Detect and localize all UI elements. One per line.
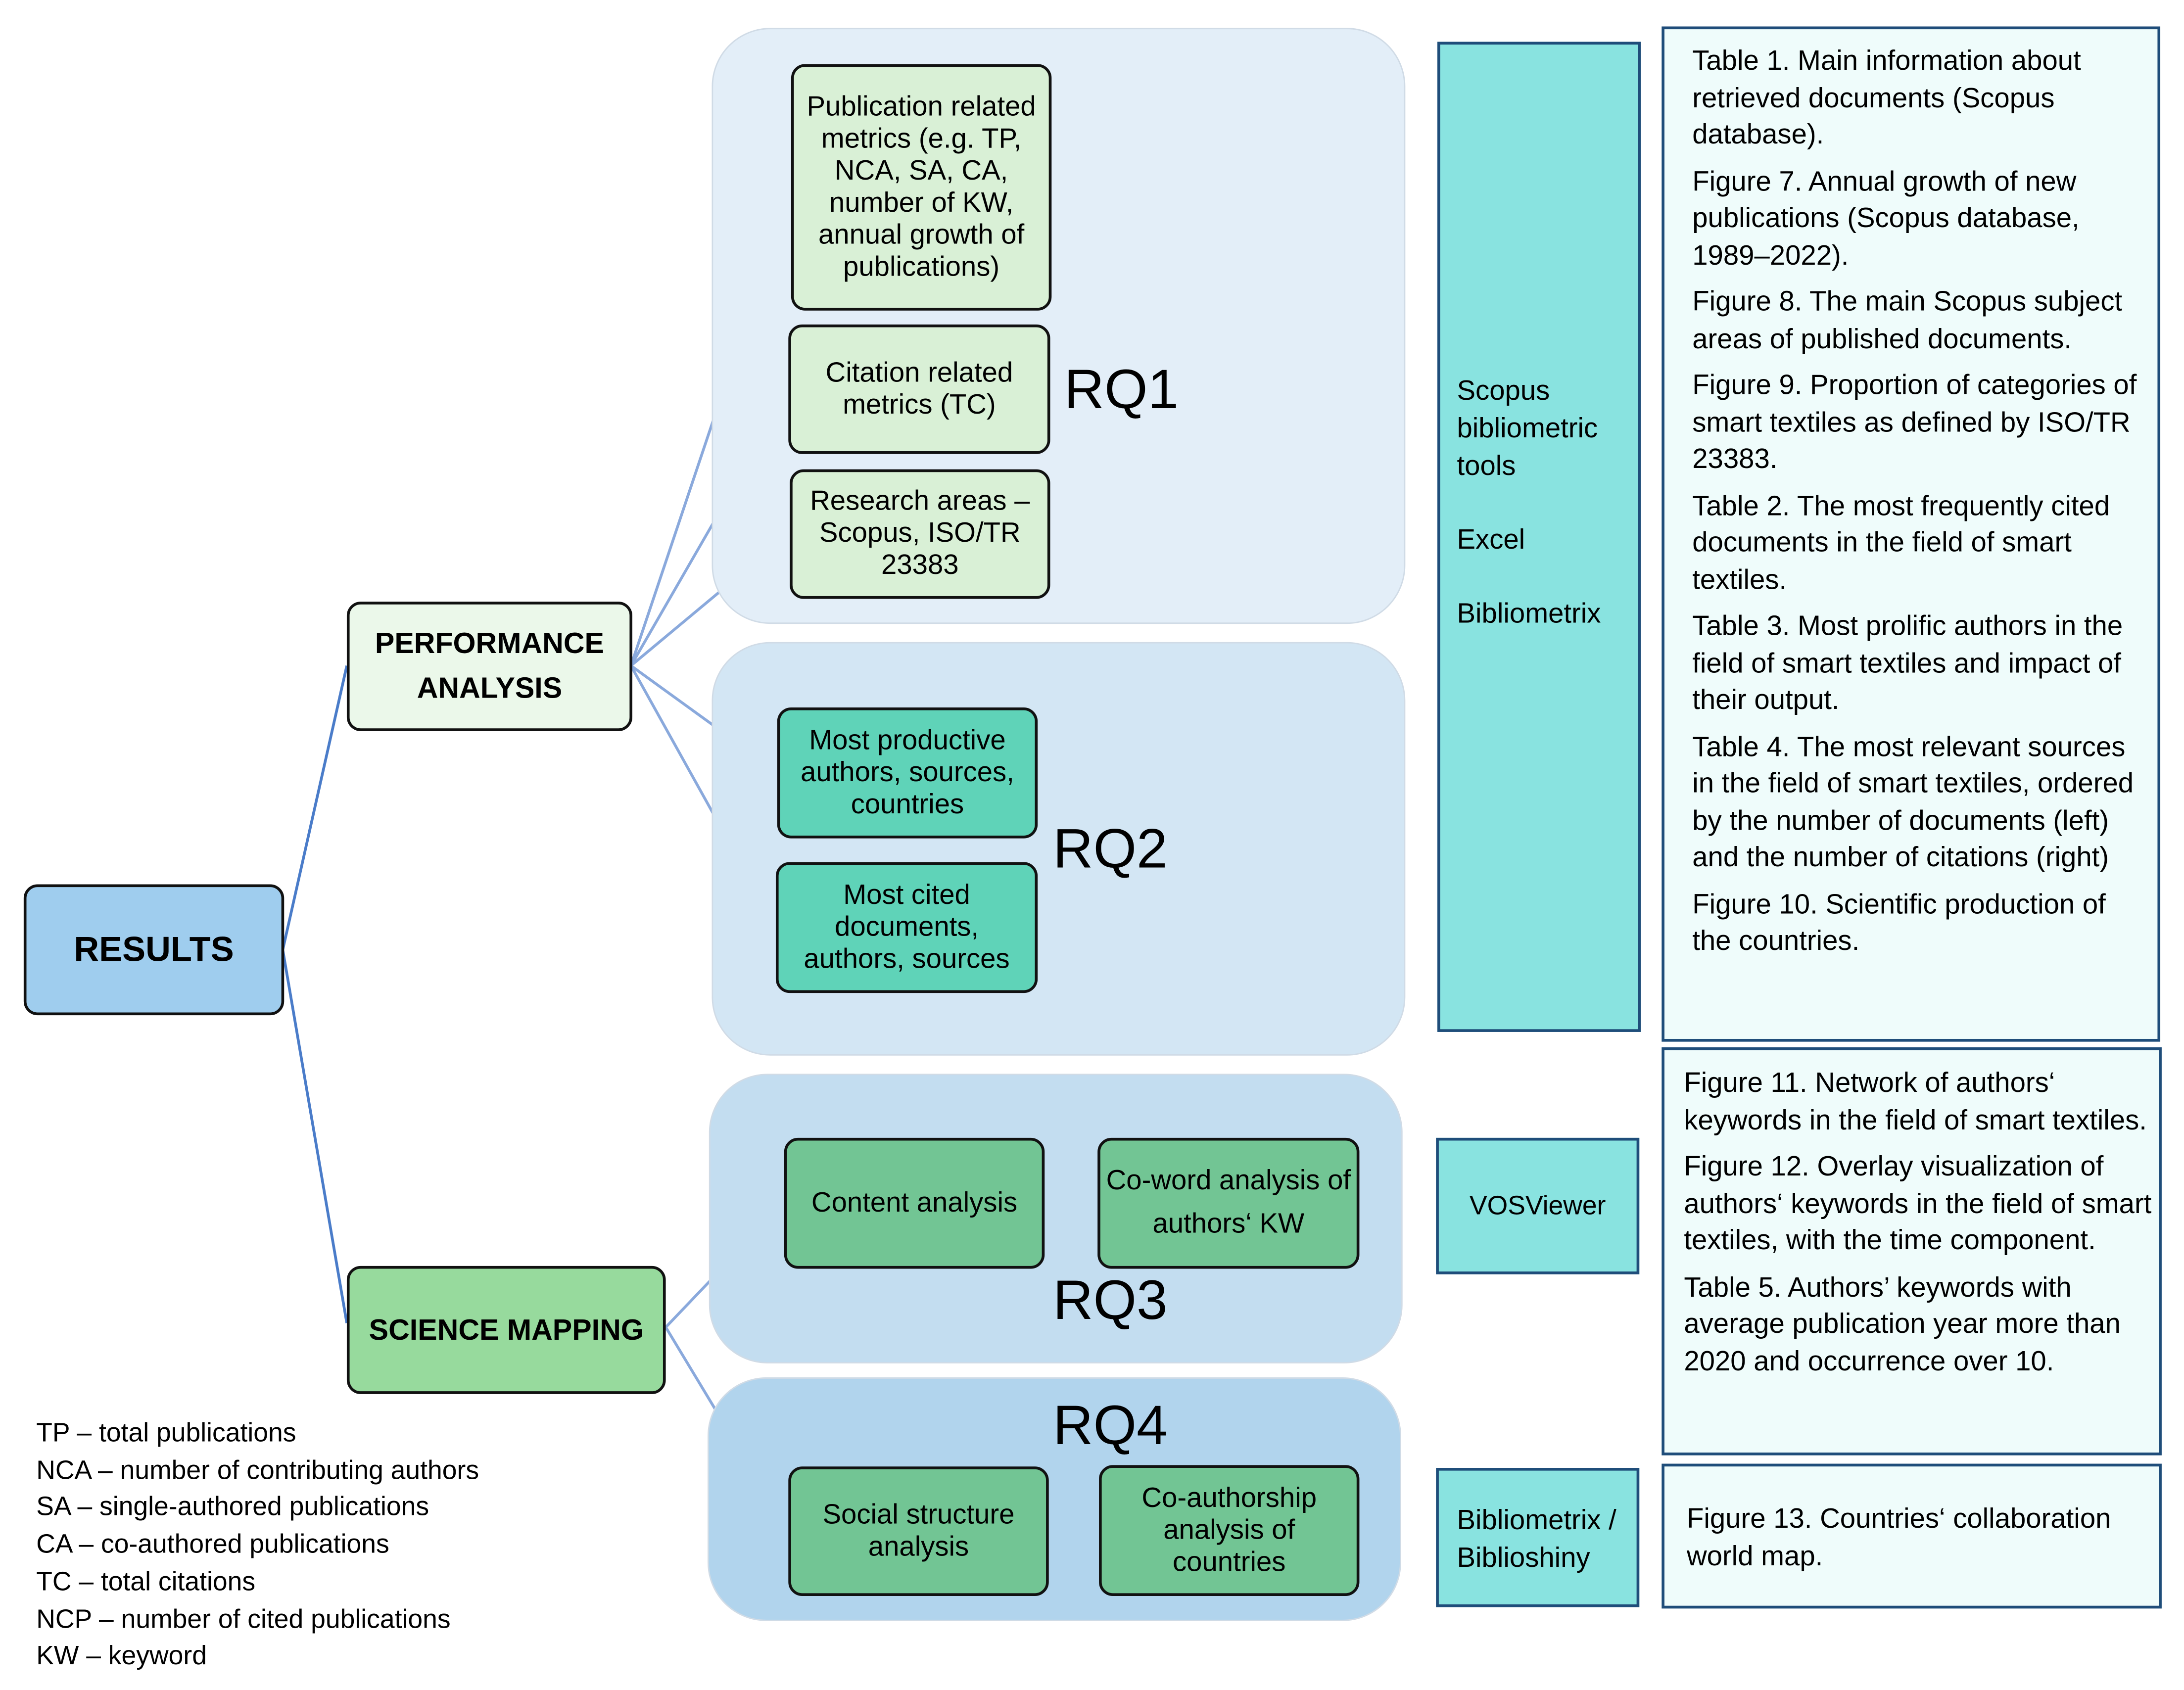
rq3-label: RQ3 (1053, 1270, 1168, 1332)
output-item: Figure 7. Annual growth of new publicati… (1692, 166, 2080, 271)
coword-analysis-node: Co-word analysis of authors‘ KW (1097, 1137, 1360, 1269)
coauthorship-analysis-node: Co-authorship analysis of countries (1099, 1465, 1360, 1596)
output-item: Table 3. Most prolific authors in the fi… (1692, 611, 2123, 716)
outputs-box-3: Figure 13. Countries‘ collaboration worl… (1662, 1463, 2162, 1609)
output-item: Figure 13. Countries‘ collaboration worl… (1686, 1504, 2111, 1572)
citation-metrics-node: Citation related metrics (TC) (788, 324, 1050, 454)
most-cited-node: Most cited documents, authors, sources (775, 862, 1038, 993)
performance-analysis-label: PERFORMANCE ANALYSIS (375, 627, 605, 704)
performance-analysis-node: PERFORMANCE ANALYSIS (346, 602, 633, 731)
output-item: Figure 12. Overlay visualization of auth… (1684, 1152, 2152, 1257)
output-item: Figure 10. Scientific production of the … (1692, 889, 2106, 957)
research-areas-node: Research areas – Scopus, ISO/TR 23383 (790, 469, 1050, 599)
most-productive-label: Most productive authors, sources, countr… (801, 725, 1014, 820)
outputs-box-1: Table 1. Main information about retrieve… (1662, 26, 2161, 1042)
social-structure-node: Social structure analysis (788, 1466, 1049, 1596)
most-productive-node: Most productive authors, sources, countr… (777, 707, 1038, 839)
output-item: Figure 8. The main Scopus subject areas … (1692, 286, 2123, 355)
output-item: Table 4. The most relevant sources in th… (1692, 732, 2134, 874)
output-item: Figure 9. Proportion of categories of sm… (1692, 370, 2137, 475)
rq4-label: RQ4 (1053, 1395, 1168, 1457)
output-item: Table 1. Main information about retrieve… (1692, 46, 2081, 151)
tool-excel: Excel (1457, 525, 1525, 556)
tools-box-2: VOSViewer (1436, 1137, 1640, 1274)
tool-vosviewer: VOSViewer (1470, 1191, 1606, 1221)
citation-metrics-label: Citation related metrics (TC) (825, 357, 1013, 420)
coword-analysis-label: Co-word analysis of authors‘ KW (1106, 1166, 1351, 1240)
rq1-label: RQ1 (1064, 359, 1179, 421)
tools-box-1: Scopus bibliometric tools Excel Bibliome… (1437, 42, 1641, 1032)
legend-item: TP – total publications (36, 1419, 296, 1449)
abbreviation-legend: TP – total publications NCA – number of … (36, 1416, 705, 1677)
science-mapping-label: SCIENCE MAPPING (369, 1314, 644, 1346)
output-item: Table 2. The most frequently cited docum… (1692, 491, 2110, 596)
output-item: Figure 11. Network of authors‘ keywords … (1684, 1068, 2147, 1136)
legend-item: NCP – number of cited publications (36, 1605, 451, 1635)
content-analysis-node: Content analysis (784, 1137, 1045, 1269)
legend-item: SA – single-authored publications (36, 1493, 429, 1523)
connector-results-performance (281, 665, 348, 950)
results-node: RESULTS (23, 884, 285, 1016)
rq2-label: RQ2 (1053, 819, 1168, 881)
science-mapping-node: SCIENCE MAPPING (346, 1266, 666, 1394)
coauthorship-analysis-label: Co-authorship analysis of countries (1141, 1482, 1317, 1577)
tool-biblioshiny: Bibliometrix / Biblioshiny (1457, 1505, 1616, 1574)
tool-bibliometrix: Bibliometrix (1457, 599, 1601, 630)
most-cited-label: Most cited documents, authors, sources (804, 879, 1010, 975)
content-analysis-label: Content analysis (811, 1187, 1018, 1218)
tools-box-3: Bibliometrix / Biblioshiny (1436, 1468, 1640, 1607)
outputs-box-2: Figure 11. Network of authors‘ keywords … (1662, 1047, 2162, 1455)
publication-metrics-label: Publication related metrics (e.g. TP, NC… (807, 91, 1036, 282)
legend-item: TC – total citations (36, 1568, 256, 1597)
legend-item: NCA – number of contributing authors (36, 1456, 479, 1486)
results-label: RESULTS (74, 930, 234, 969)
legend-item: CA – co-authored publications (36, 1530, 389, 1560)
legend-item: KW – keyword (36, 1642, 207, 1672)
research-areas-label: Research areas – Scopus, ISO/TR 23383 (810, 486, 1030, 581)
connector-results-science (281, 949, 348, 1323)
output-item: Table 5. Authors’ keywords with average … (1684, 1272, 2121, 1377)
publication-metrics-node: Publication related metrics (e.g. TP, NC… (791, 64, 1052, 311)
tool-scopus: Scopus bibliometric tools (1457, 376, 1598, 482)
social-structure-label: Social structure analysis (822, 1499, 1015, 1562)
